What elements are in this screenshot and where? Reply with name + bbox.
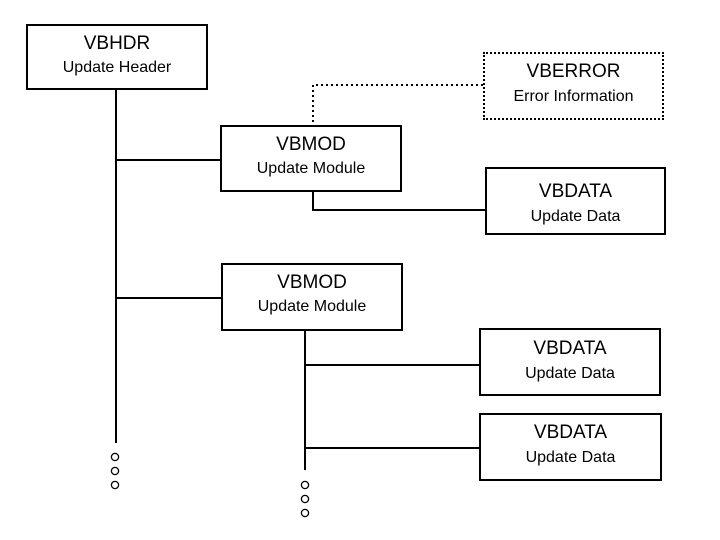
continuation-marker-vbmod-2 (300, 480, 310, 518)
node-title: VBMOD (277, 272, 347, 293)
node-vbmod-2: VBMOD Update Module (221, 263, 403, 331)
node-description: Update Module (257, 298, 367, 315)
node-description: Update Data (525, 449, 616, 466)
continuation-marker-vbhdr (110, 452, 120, 490)
node-title: VBDATA (538, 181, 613, 202)
node-description: Update Data (530, 208, 621, 225)
node-description: Update Header (62, 59, 172, 76)
edge-vbmod-1-vbdata-1 (312, 191, 486, 211)
node-title: VBERROR (526, 61, 621, 82)
node-vbmod-1: VBMOD Update Module (220, 125, 402, 192)
node-title: VBDATA (533, 422, 608, 443)
node-title: VBDATA (533, 338, 607, 359)
node-vberror: VBERROR Error Information (483, 52, 664, 120)
node-vbdata-3: VBDATA Update Data (479, 413, 662, 481)
node-title: VBHDR (83, 33, 151, 54)
node-vbhdr: VBHDR Update Header (26, 24, 208, 90)
node-vbdata-1: VBDATA Update Data (485, 167, 666, 235)
node-description: Update Module (256, 160, 366, 177)
node-title: VBMOD (276, 134, 346, 155)
node-description: Update Data (525, 365, 615, 382)
node-vbdata-2: VBDATA Update Data (479, 328, 661, 396)
edge-vbhdr-vberror (312, 84, 484, 122)
node-description: Error Information (513, 88, 634, 105)
